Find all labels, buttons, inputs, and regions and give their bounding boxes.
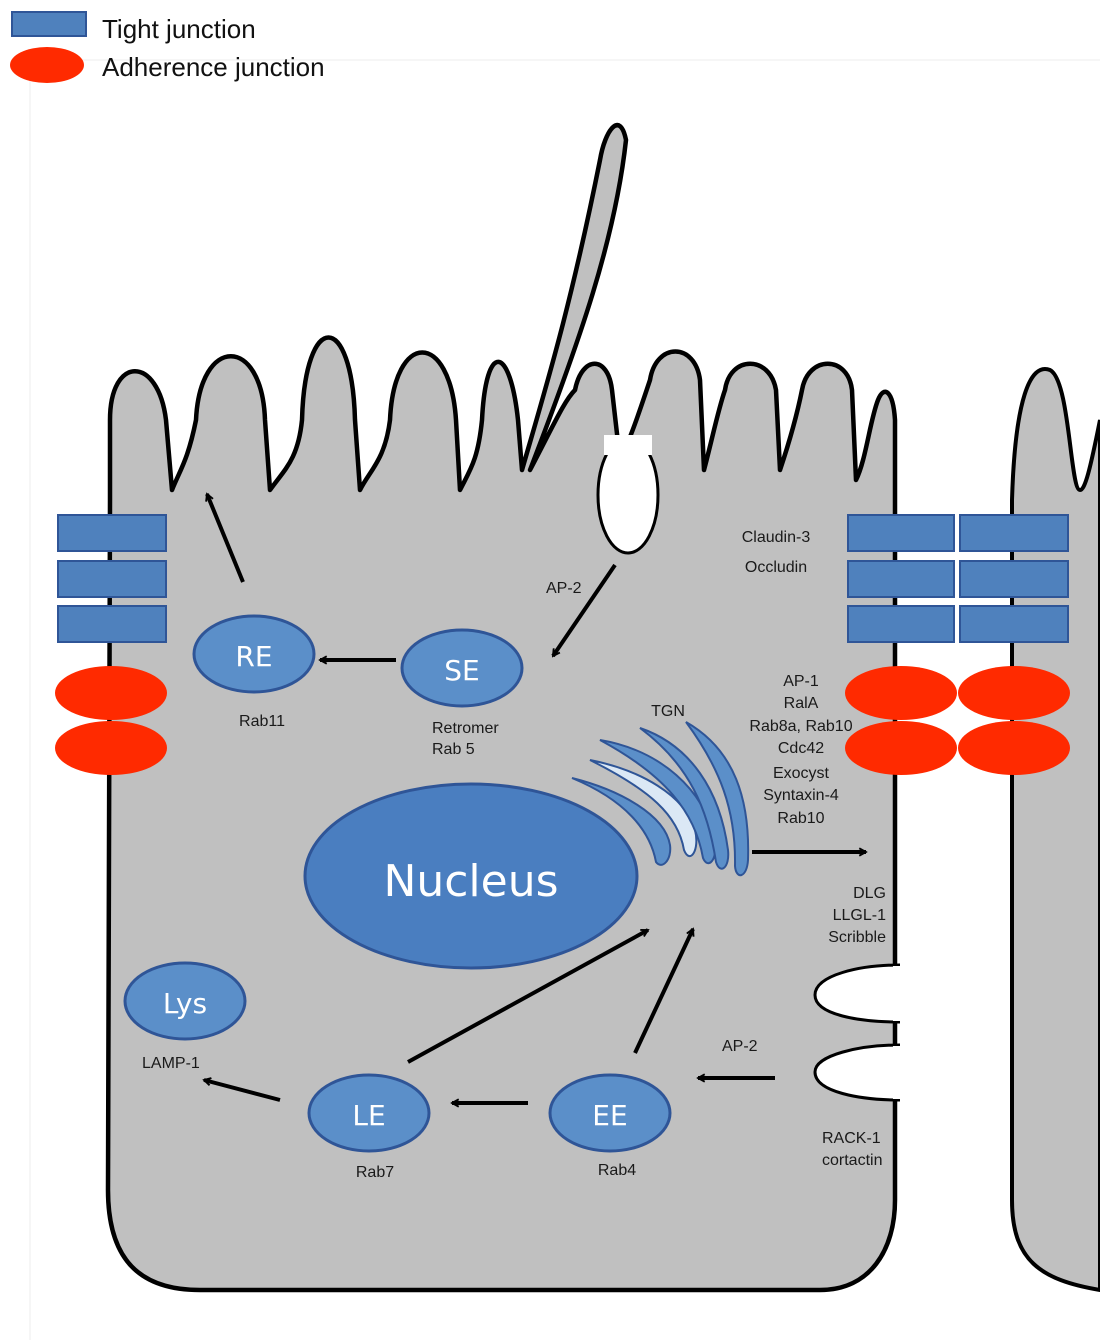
cell-body	[108, 125, 895, 1290]
polarity-factor-3: Scribble	[828, 929, 886, 946]
secretion-factor-5: Exocyst	[773, 765, 830, 782]
early-endosome-label: EE	[592, 1099, 627, 1132]
rab5-label: Rab 5	[432, 741, 475, 758]
legend: Tight junction Adherence junction	[10, 12, 325, 83]
nucleus-label: Nucleus	[383, 856, 558, 907]
occludin-label: Occludin	[745, 559, 807, 576]
apical-vesicle-opening	[604, 435, 652, 455]
secretion-factor-3: Rab8a, Rab10	[749, 718, 852, 735]
tgn-label: TGN	[651, 703, 685, 720]
tight-junction-left	[58, 515, 166, 642]
secretion-factor-4: Cdc42	[778, 740, 824, 757]
ap2-bottom-label: AP-2	[722, 1038, 758, 1055]
lateral-pit-lower-gap	[893, 1046, 905, 1099]
legend-tight-junction-swatch	[12, 12, 86, 36]
lamp1-label: LAMP-1	[142, 1055, 200, 1072]
rab4-label: Rab4	[598, 1162, 636, 1179]
claudin3-label: Claudin-3	[742, 529, 811, 546]
cortactin-label: cortactin	[822, 1152, 882, 1169]
rab7-label: Rab7	[356, 1164, 394, 1181]
secretion-factor-1: AP-1	[783, 673, 819, 690]
polarity-factor-2: LLGL-1	[833, 907, 886, 924]
legend-adherence-junction-swatch	[10, 47, 84, 83]
retromer-label: Retromer	[432, 720, 499, 737]
secretion-factor-6: Syntaxin-4	[763, 787, 839, 804]
recycling-endosome-label: RE	[235, 640, 272, 673]
tight-junction-right	[848, 515, 1068, 642]
legend-tight-junction-label: Tight junction	[102, 14, 256, 44]
sorting-endosome-label: SE	[444, 654, 479, 687]
rab11-label: Rab11	[239, 713, 285, 730]
late-endosome-label: LE	[352, 1099, 385, 1132]
rack1-label: RACK-1	[822, 1130, 881, 1147]
polarity-factor-1: DLG	[853, 885, 886, 902]
secretion-factor-7: Rab10	[777, 810, 824, 827]
ap2-top-label: AP-2	[546, 580, 582, 597]
secretion-factor-2: RalA	[784, 695, 819, 712]
neighbor-cell	[1012, 369, 1100, 1290]
legend-adherence-junction-label: Adherence junction	[102, 52, 325, 82]
lysosome-label: Lys	[163, 987, 207, 1020]
lateral-pit-upper-gap	[893, 966, 905, 1021]
